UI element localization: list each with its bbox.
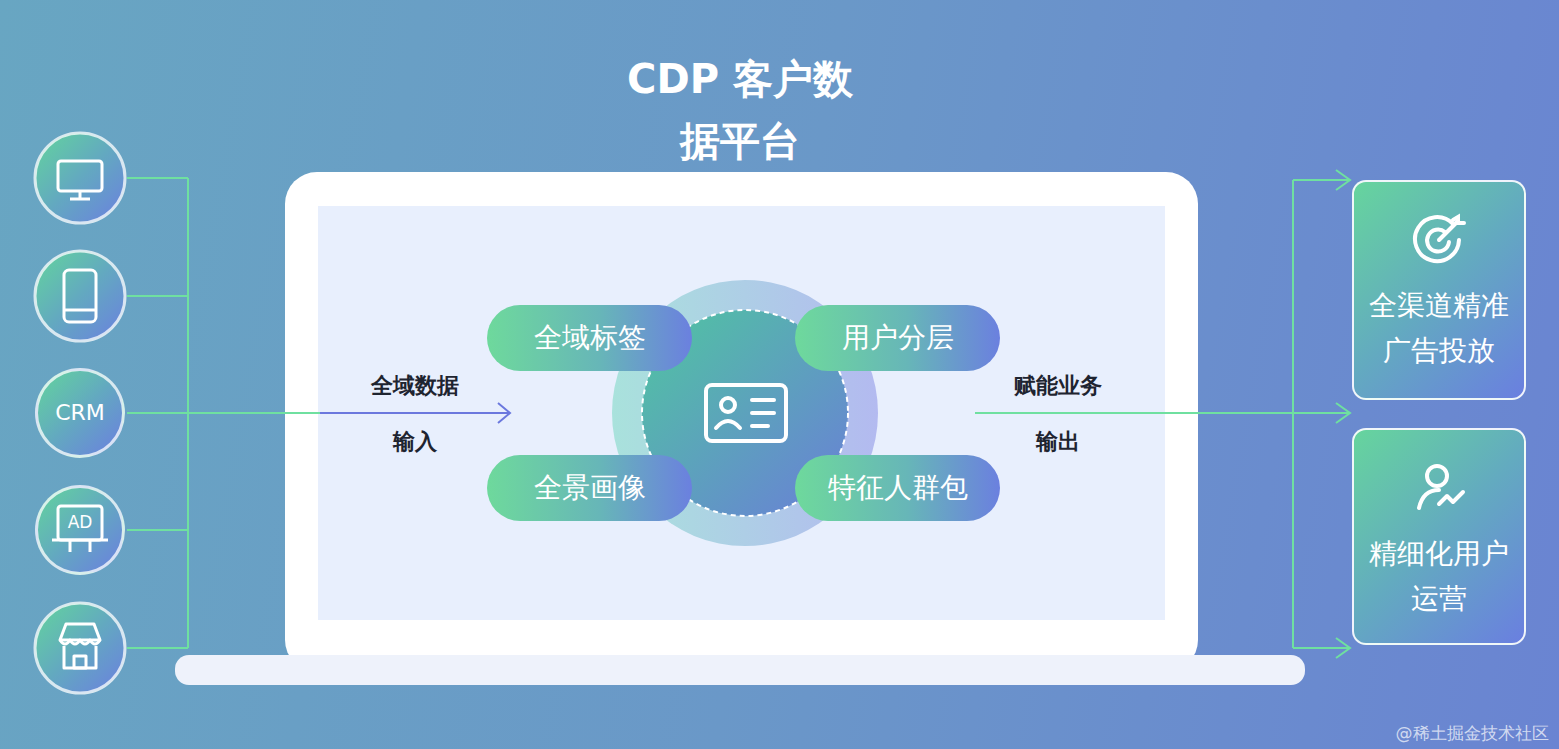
node-text: CRM bbox=[55, 395, 105, 430]
node-text: 用户分层 bbox=[842, 316, 954, 361]
arrow-label: 输出 bbox=[1036, 427, 1080, 457]
target-icon bbox=[1409, 210, 1469, 270]
node-outbox: 全渠道精准 广告投放 bbox=[1352, 180, 1526, 400]
node-text: 全渠道精准 广告投放 bbox=[1364, 284, 1514, 374]
laptop-base bbox=[175, 655, 1305, 685]
node-circ: AD bbox=[35, 485, 125, 575]
node-pill: 用户分层 bbox=[795, 305, 1000, 371]
node-text: 全景画像 bbox=[534, 466, 646, 511]
arrow-label: 输入 bbox=[393, 427, 437, 457]
node-pill: 全域标签 bbox=[487, 305, 692, 371]
arrow-label: 全域数据 bbox=[371, 371, 459, 401]
input-wires bbox=[127, 178, 320, 648]
source-icons bbox=[35, 133, 125, 693]
icon-holder bbox=[1409, 210, 1469, 270]
node-text: 特征人群包 bbox=[828, 466, 968, 511]
watermark: @稀土掘金技术社区 bbox=[1396, 722, 1549, 745]
node-pill: 全景画像 bbox=[487, 455, 692, 521]
laptop-body bbox=[285, 172, 1198, 672]
output-wires bbox=[975, 170, 1350, 658]
node-text: 精细化用户 运营 bbox=[1364, 532, 1514, 622]
icon-holder bbox=[1409, 458, 1469, 518]
node-circ: CRM bbox=[35, 368, 125, 458]
title-block: CDP 客户数据平台 bbox=[540, 48, 940, 172]
arrow-label: 赋能业务 bbox=[1014, 371, 1102, 401]
node-pill: 特征人群包 bbox=[795, 455, 1000, 521]
user-icon bbox=[1409, 458, 1469, 518]
node-text: 全域标签 bbox=[534, 316, 646, 361]
id-card-icon bbox=[706, 385, 786, 441]
input-arrow bbox=[320, 403, 510, 423]
title: CDP 客户数据平台 bbox=[610, 48, 870, 172]
node-outbox: 精细化用户 运营 bbox=[1352, 428, 1526, 645]
node-text: AD bbox=[68, 509, 93, 536]
